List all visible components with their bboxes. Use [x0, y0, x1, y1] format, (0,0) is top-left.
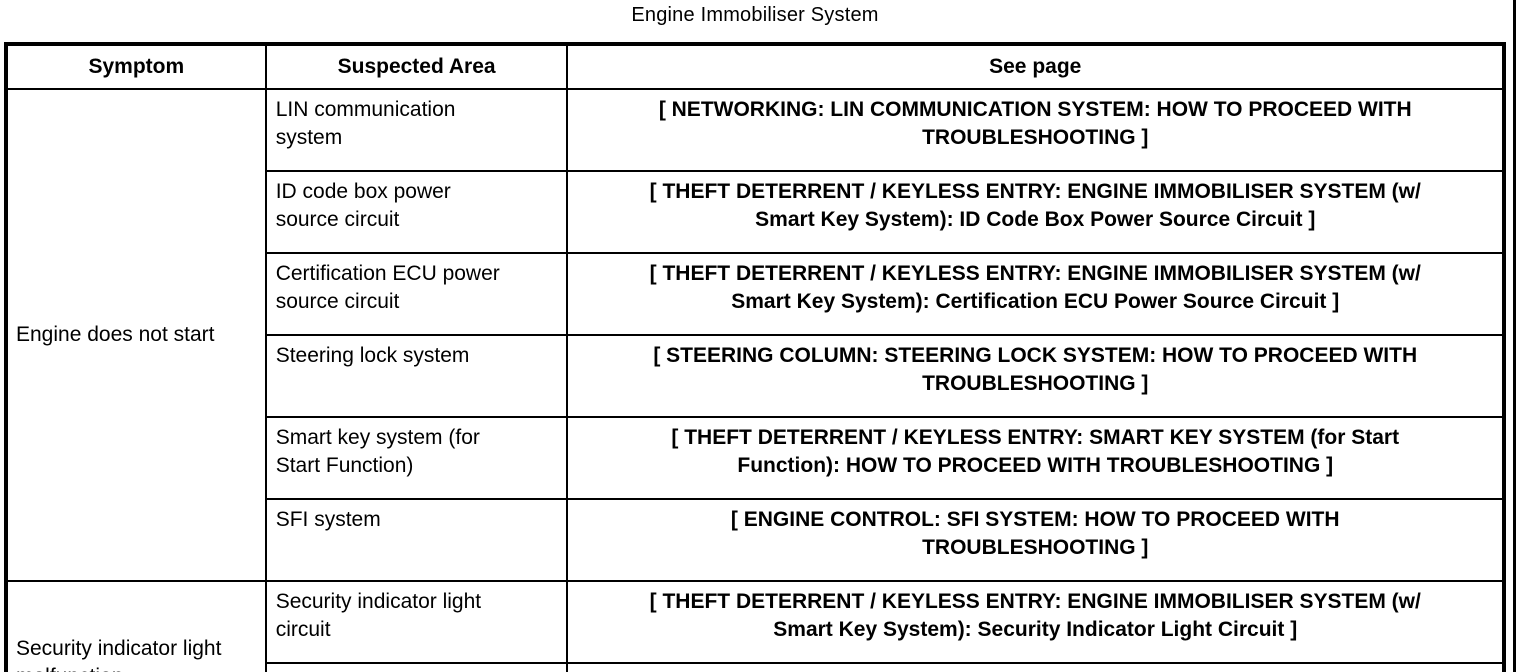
- suspected-area-cell: ID code box power source circuit: [264, 170, 569, 254]
- see-page-link[interactable]: [ NETWORKING: LIN COMMUNICATION SYSTEM: …: [566, 88, 1505, 172]
- symptom-table: Symptom Suspected Area See page Engine d…: [4, 42, 1506, 672]
- table-row: Security indicator light malfunction Sec…: [5, 580, 1505, 672]
- see-page-link[interactable]: [ THEFT DETERRENT / KEYLESS ENTRY: ENGIN…: [566, 170, 1505, 254]
- page-edge-divider: [1513, 0, 1516, 672]
- symptom-cell-security-indicator-light-malfunction: Security indicator light malfunction: [5, 580, 267, 672]
- table-row: Smart key system (for Start Function) [ …: [6, 416, 1505, 500]
- header-suspected-area: Suspected Area: [264, 43, 569, 90]
- header-see-page: See page: [566, 43, 1505, 90]
- table-row: SFI system [ ENGINE CONTROL: SFI SYSTEM:…: [6, 498, 1505, 582]
- page-title: Engine Immobiliser System: [631, 4, 879, 26]
- table-row: Steering lock system [ STEERING COLUMN: …: [6, 334, 1505, 418]
- see-page-link[interactable]: [ STEERING COLUMN: STEERING LOCK SYSTEM:…: [566, 334, 1505, 418]
- table-row: Certification ECU [ THEFT DETERRENT / KE…: [6, 662, 1505, 672]
- see-page-link[interactable]: [ THEFT DETERRENT / KEYLESS ENTRY: SMART…: [566, 416, 1505, 500]
- suspected-area-cell: LIN communication system: [264, 88, 569, 172]
- table-row: ID code box power source circuit [ THEFT…: [6, 170, 1505, 254]
- see-page-link[interactable]: [ THEFT DETERRENT / KEYLESS ENTRY: ENGIN…: [566, 580, 1505, 664]
- suspected-area-cell: SFI system: [264, 498, 569, 582]
- header-row: Symptom Suspected Area See page: [5, 43, 1505, 90]
- suspected-area-cell: Certification ECU power source circuit: [264, 252, 569, 336]
- symptom-cell-engine-does-not-start: Engine does not start: [5, 88, 267, 582]
- header-symptom: Symptom: [5, 43, 267, 90]
- see-page-link[interactable]: [ ENGINE CONTROL: SFI SYSTEM: HOW TO PRO…: [566, 498, 1505, 582]
- suspected-area-cell: Security indicator light circuit: [264, 580, 569, 664]
- see-page-link[interactable]: [ THEFT DETERRENT / KEYLESS ENTRY: ENGIN…: [566, 662, 1505, 672]
- suspected-area-cell: Smart key system (for Start Function): [264, 416, 569, 500]
- table-row: Certification ECU power source circuit […: [6, 252, 1505, 336]
- table-row: Engine does not start LIN communication …: [5, 88, 1505, 582]
- suspected-area-cell: Certification ECU: [264, 662, 569, 672]
- suspected-area-cell: Steering lock system: [264, 334, 569, 418]
- see-page-link[interactable]: [ THEFT DETERRENT / KEYLESS ENTRY: ENGIN…: [566, 252, 1505, 336]
